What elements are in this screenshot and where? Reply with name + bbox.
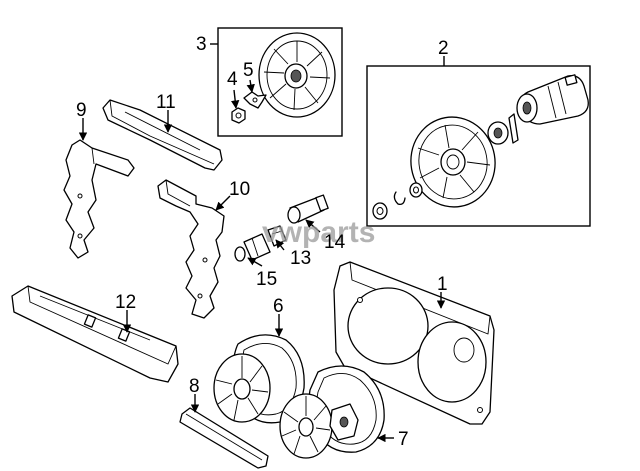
switch-part-15 <box>234 233 271 262</box>
side-bracket-part-10 <box>157 179 225 319</box>
callout-9: 9 <box>76 100 87 121</box>
seal-strip-part-8 <box>179 407 269 469</box>
group-box-3 <box>217 27 343 137</box>
fan-shroud-part-1 <box>333 261 495 425</box>
callout-1: 1 <box>437 274 448 295</box>
callout-10: 10 <box>229 179 250 200</box>
motor-lower <box>329 403 359 441</box>
callout-3: 3 <box>196 34 207 55</box>
motor-part-2 <box>516 74 589 125</box>
fan-blade-lower-right <box>279 393 333 459</box>
leader-lines <box>78 79 446 443</box>
upper-bracket-part-11 <box>102 99 223 171</box>
group-box-2 <box>366 65 591 227</box>
fan-blade-lower-left <box>213 353 271 423</box>
callout-4: 4 <box>227 69 238 90</box>
fan-blade-part-3 <box>258 32 336 118</box>
callout-8: 8 <box>189 376 200 397</box>
nut-part-4 <box>231 107 246 124</box>
callout-2: 2 <box>438 38 449 59</box>
callout-13: 13 <box>290 248 311 269</box>
sensor-part-14 <box>287 194 329 224</box>
callout-11: 11 <box>156 92 176 113</box>
fan-blade-part-2 <box>410 116 496 208</box>
washers-part-2 <box>372 182 423 220</box>
side-bracket-part-9 <box>63 139 135 259</box>
callout-6: 6 <box>273 296 284 317</box>
bushing-part-2 <box>487 113 519 145</box>
callout-14: 14 <box>324 232 346 253</box>
callout-15: 15 <box>256 269 277 290</box>
watermark: vwparts <box>262 216 375 249</box>
callout-5: 5 <box>243 60 254 81</box>
callout-7: 7 <box>398 429 409 450</box>
lower-deflector-part-12 <box>11 285 179 383</box>
callout-12: 12 <box>115 292 136 313</box>
